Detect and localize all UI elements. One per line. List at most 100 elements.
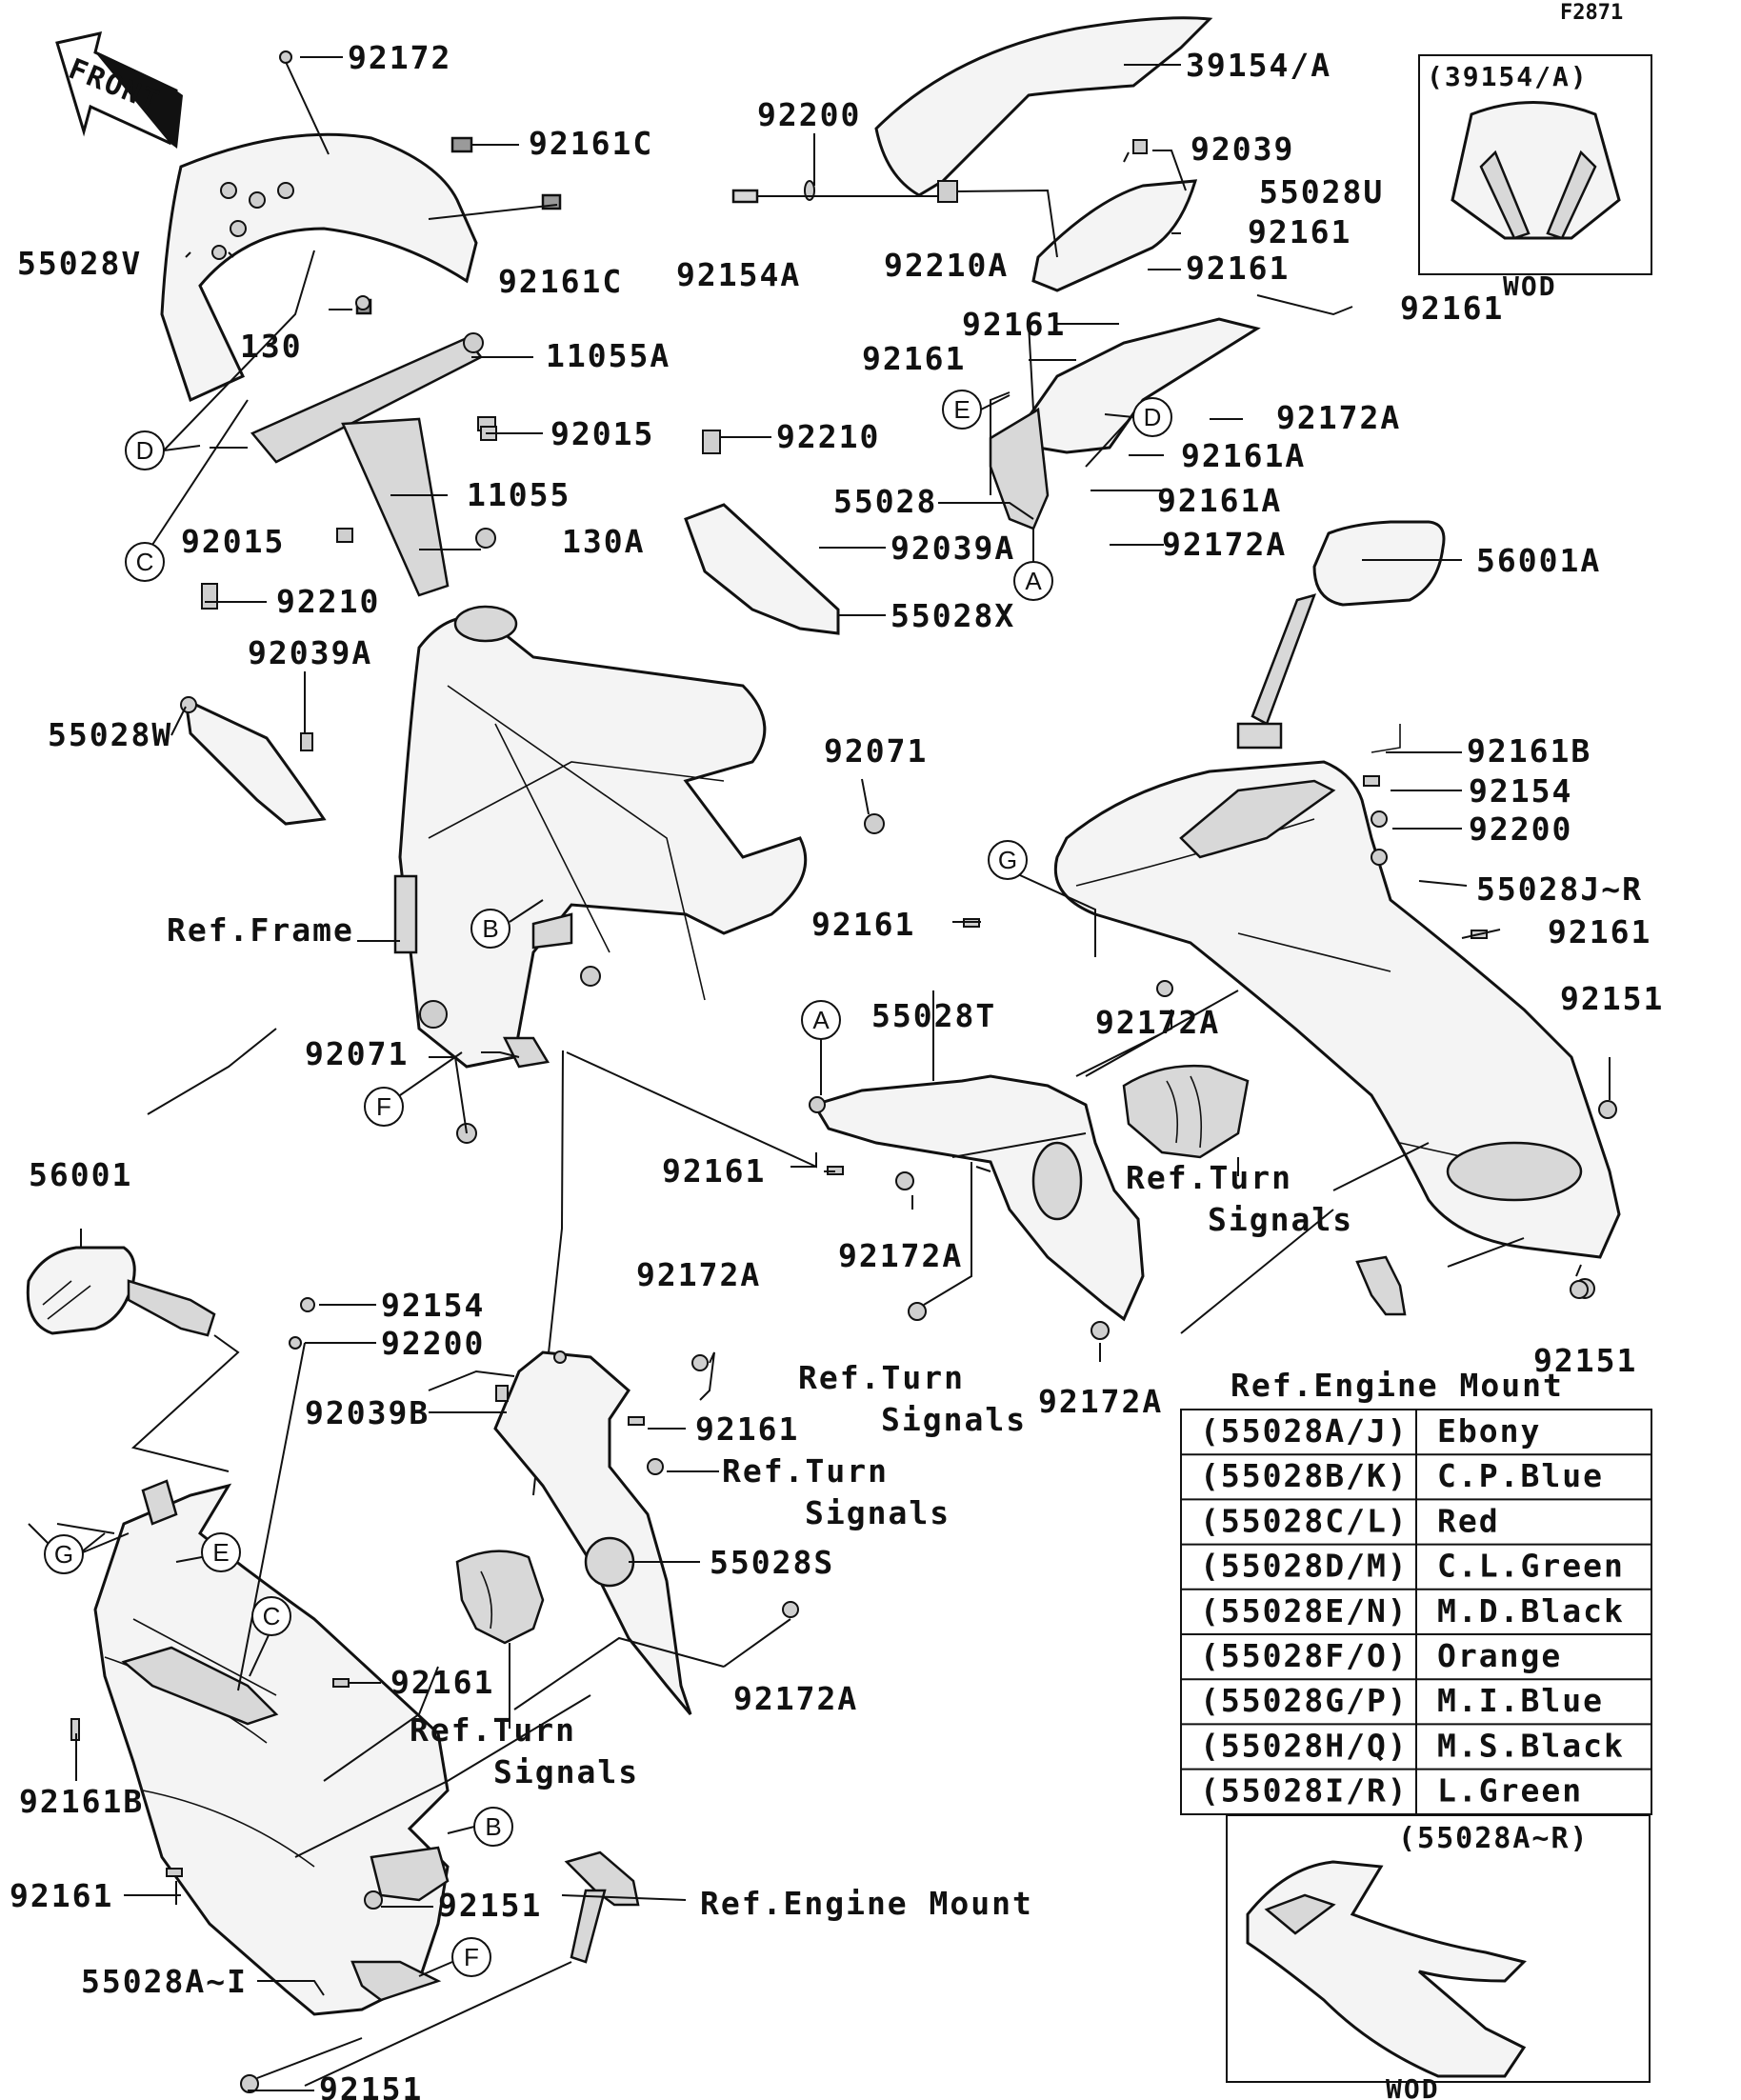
cowl-inset-title: (55028A~R) <box>1398 1822 1590 1855</box>
cowl-inset: (55028A~R) WOD <box>1226 1814 1651 2100</box>
inner-cover-55028T <box>809 1074 1145 1322</box>
bolt-ts-left-icon <box>647 1458 664 1475</box>
windshield-inset-title: (39154/A) <box>1427 61 1589 92</box>
callout-d2: D <box>1132 397 1172 437</box>
svg-text:B: B <box>482 914 498 943</box>
label-92161-8: 92161 <box>662 1152 766 1190</box>
label-92154A: 92154A <box>676 256 801 293</box>
label-92161-1: 92161 <box>1248 213 1351 250</box>
upper-cowl-55028JR <box>1053 760 1621 1259</box>
color-table-code: (55028E/N) <box>1200 1592 1409 1630</box>
label-92161-6: 92161 <box>811 906 915 943</box>
label-55028JR: 55028J~R <box>1476 870 1643 908</box>
front-arrow-icon: FRONT <box>55 31 183 149</box>
label-130A: 130A <box>562 523 645 560</box>
callout-b1: B <box>470 909 510 949</box>
screw-92154-b-icon <box>300 1297 315 1312</box>
screws-92154A-92200-92210A <box>731 180 1058 258</box>
nut-92015-side-icon <box>336 528 353 543</box>
svg-text:A: A <box>1025 567 1042 595</box>
ref-turn-signals-1b: Signals <box>1208 1201 1353 1238</box>
label-56001A: 56001A <box>1476 542 1601 579</box>
ref-engine-mount-2: Ref.Engine Mount <box>700 1885 1033 1922</box>
callout-d1: D <box>125 430 165 470</box>
collar-92210-b-icon <box>702 430 721 454</box>
washer-92200-c-icon <box>289 1336 302 1350</box>
label-11055A: 11055A <box>546 337 670 374</box>
label-92200-b: 92200 <box>1469 810 1572 848</box>
ref-engine-mount-1: Ref.Engine Mount <box>1231 1367 1564 1404</box>
label-92015-b: 92015 <box>181 523 285 560</box>
callout-e2: E <box>201 1532 241 1572</box>
color-table-code: (55028C/L) <box>1200 1502 1409 1539</box>
color-table: (55028A/J)Ebony(55028B/K)C.P.Blue(55028C… <box>1180 1409 1652 1815</box>
bolt-92172A-5-icon <box>691 1354 709 1371</box>
label-92154-b: 92154 <box>381 1287 485 1324</box>
callout-e1: E <box>942 390 982 430</box>
screw-92154-icon <box>1371 810 1388 828</box>
bolt-92172A-6-icon <box>1091 1321 1110 1340</box>
svg-text:B: B <box>485 1812 501 1841</box>
label-92172A-1: 92172A <box>1276 399 1401 436</box>
svg-text:F: F <box>376 1092 391 1121</box>
bolt-130-icon <box>355 295 370 310</box>
svg-text:C: C <box>263 1602 281 1630</box>
label-55028T: 55028T <box>871 997 996 1034</box>
color-table-color: Orange <box>1437 1637 1562 1674</box>
color-table-color: C.P.Blue <box>1437 1457 1604 1494</box>
label-55028W: 55028W <box>48 716 172 753</box>
nut-92039A-icon <box>300 732 313 751</box>
svg-text:A: A <box>812 1006 830 1034</box>
label-92172A-3: 92172A <box>1095 1004 1220 1041</box>
color-table-code: (55028I/R) <box>1200 1772 1409 1810</box>
ref-turn-signals-3a: Ref.Turn <box>798 1359 965 1396</box>
svg-text:D: D <box>136 436 154 465</box>
color-table-color: Red <box>1437 1502 1500 1539</box>
label-92161A-2: 92161A <box>1157 482 1282 519</box>
color-table-code: (55028D/M) <box>1200 1548 1409 1585</box>
label-92154-a: 92154 <box>1469 772 1572 810</box>
color-table-code: (55028B/K) <box>1200 1457 1409 1494</box>
label-55028X: 55028X <box>891 597 1015 634</box>
cover-55028X <box>684 503 840 635</box>
nut-92039B-icon <box>495 1385 509 1402</box>
clip-92161-9-icon <box>628 1416 645 1426</box>
svg-text:E: E <box>953 395 970 424</box>
label-11055: 11055 <box>467 476 570 513</box>
label-92161A-1: 92161A <box>1181 437 1306 474</box>
plug-92161B-icon <box>1363 775 1380 787</box>
svg-text:D: D <box>1144 403 1162 431</box>
label-92151-c: 92151 <box>438 1887 542 1924</box>
label-92151-b: 92151 <box>1533 1342 1637 1379</box>
bolt-92151-right-icon <box>1570 1280 1589 1299</box>
label-92161-2: 92161 <box>1186 250 1290 287</box>
color-table-code: (55028H/Q) <box>1200 1727 1409 1764</box>
label-55028S: 55028S <box>710 1544 834 1581</box>
color-table-color: M.D.Black <box>1437 1592 1625 1630</box>
bolt-92172A-4-icon <box>895 1171 914 1190</box>
label-55028AI: 55028A~I <box>81 1963 248 2000</box>
label-92172A-2: 92172A <box>1162 526 1287 563</box>
label-92161-10: 92161 <box>390 1664 494 1701</box>
label-56001: 56001 <box>29 1156 132 1193</box>
washer-92200-icon <box>1371 849 1388 866</box>
grommet-92071-upper-icon <box>864 813 885 834</box>
label-92161C-b: 92161C <box>498 263 623 300</box>
label-130: 130 <box>240 328 303 365</box>
mirror-56001A <box>1236 520 1446 750</box>
callout-b2: B <box>473 1807 513 1847</box>
ref-turn-signals-2b: Signals <box>805 1494 951 1531</box>
label-92039A-a: 92039A <box>248 634 372 671</box>
ref-turn-signals-4b: Signals <box>493 1753 639 1790</box>
label-92161-9: 92161 <box>695 1410 799 1448</box>
callout-g2: G <box>44 1534 84 1574</box>
cowl-inset-caption: WOD <box>1386 2073 1440 2100</box>
label-92039A-b: 92039A <box>891 530 1015 567</box>
bolt-92151-a-icon <box>1598 1100 1617 1119</box>
bolt-92172A-7-icon <box>782 1601 799 1618</box>
bolt-92151-c-icon <box>364 1890 383 1910</box>
clip-92161-10-icon <box>332 1678 350 1688</box>
label-55028V: 55028V <box>17 245 142 282</box>
label-92172A-4: 92172A <box>838 1237 963 1274</box>
